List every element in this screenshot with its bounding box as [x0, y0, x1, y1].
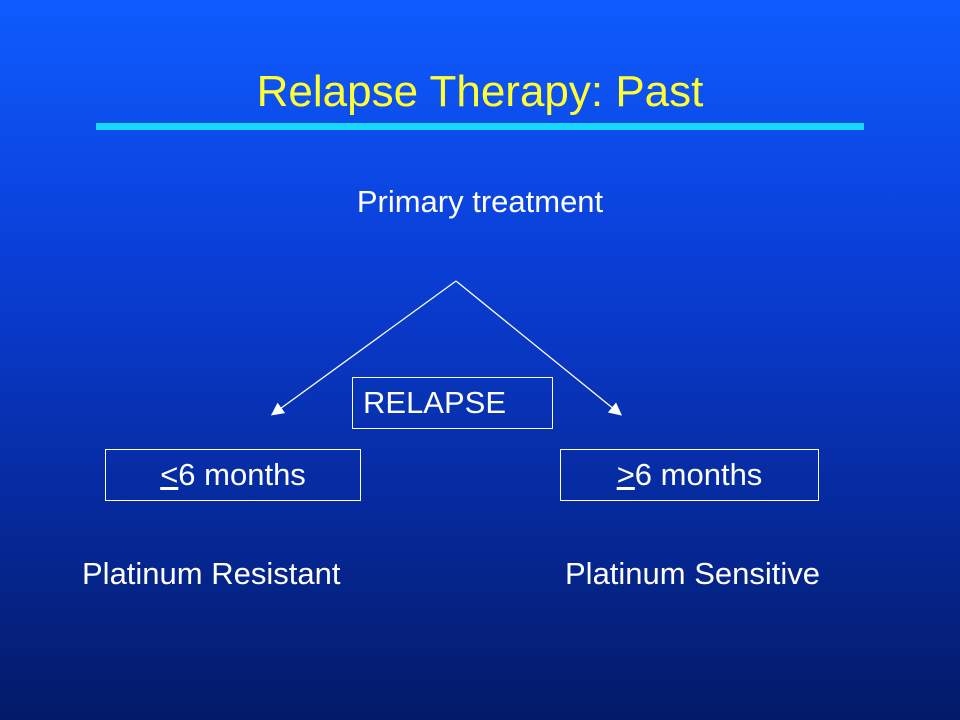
relapse-label: RELAPSE [363, 385, 507, 420]
right-duration-box: > 6 months [560, 449, 819, 501]
slide-title: Relapse Therapy: Past [256, 67, 704, 116]
left-duration-box: < 6 months [105, 449, 361, 501]
platinum-sensitive-label: Platinum Sensitive [565, 556, 821, 591]
less-equal-symbol: < [160, 457, 179, 492]
greater-equal-symbol: > [616, 457, 635, 492]
title-underline [96, 123, 864, 130]
primary-treatment-label: Primary treatment [356, 184, 604, 219]
platinum-resistant-label: Platinum Resistant [82, 556, 341, 591]
left-duration-label: 6 months [178, 457, 306, 492]
relapse-box: RELAPSE [352, 377, 553, 429]
right-duration-label: 6 months [634, 457, 763, 492]
